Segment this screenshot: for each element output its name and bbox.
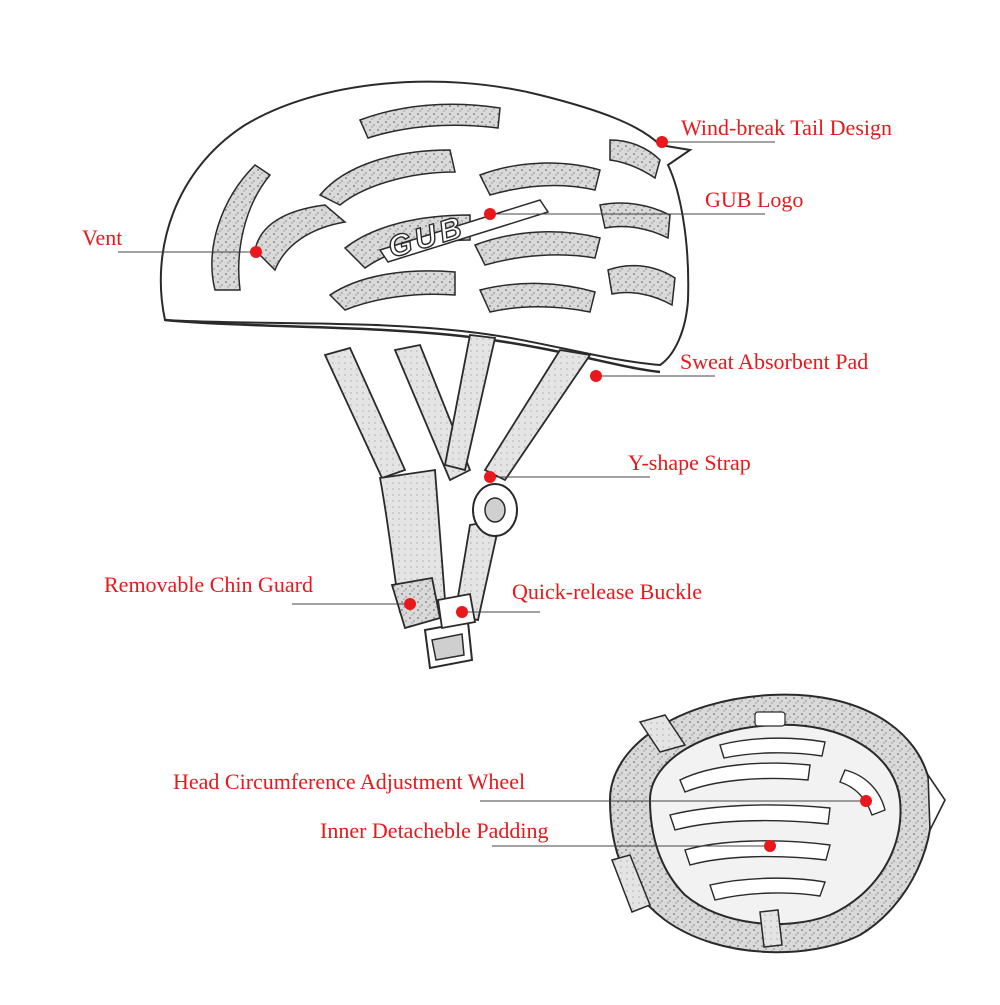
label-buckle: Quick-release Buckle [512,579,702,604]
label-sweat-pad: Sweat Absorbent Pad [680,349,869,374]
marker-vent [250,246,262,258]
rear-tail [927,772,946,831]
marker-gub-logo [484,208,496,220]
marker-y-strap [484,471,496,483]
label-adjust-wheel: Head Circumference Adjustment Wheel [173,769,526,794]
inner-vents [669,737,886,901]
marker-adjust-wheel [860,795,872,807]
marker-wind-break-tail [656,136,668,148]
label-chin-guard: Removable Chin Guard [104,572,313,597]
label-inner-padding: Inner Detacheble Padding [320,818,549,843]
label-wind-break-tail: Wind-break Tail Design [681,115,892,140]
marker-sweat-pad [590,370,602,382]
callout-markers [250,136,872,852]
helmet-rim [164,318,661,374]
chin-guard [390,576,442,630]
marker-chin-guard [404,598,416,610]
inner-straps [611,714,783,948]
marker-inner-padding [764,840,776,852]
strap-system [323,334,592,622]
leader-lines [118,141,866,847]
marker-buckle [456,606,468,618]
label-y-strap: Y-shape Strap [628,450,751,475]
helmet-side-view [159,80,693,670]
helmet-inside-view [608,693,946,954]
label-gub-logo: GUB Logo [705,187,804,212]
label-vent: Vent [82,225,123,250]
